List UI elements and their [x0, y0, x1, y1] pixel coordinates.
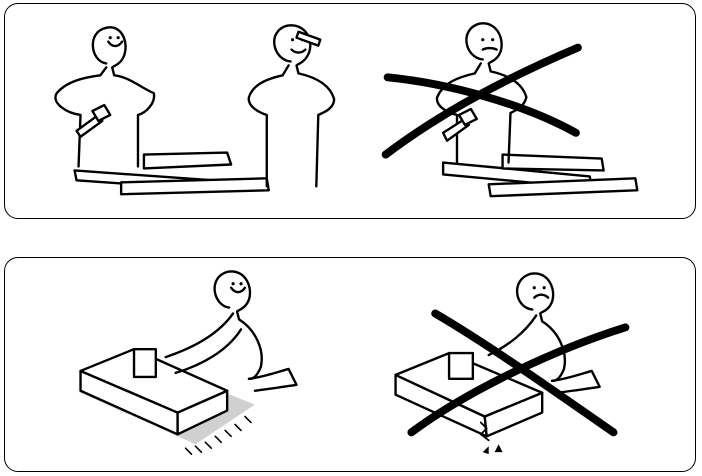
surface-illustration [78, 270, 630, 455]
pencil-icon [295, 30, 322, 47]
cross-out-icon [407, 309, 630, 437]
instruction-panel-two-people [4, 3, 696, 219]
board-icon [441, 153, 639, 198]
person-left [54, 26, 156, 168]
two-people-illustration [54, 22, 639, 198]
scene-two-people-ok [54, 24, 336, 196]
person-kneeling [164, 270, 298, 392]
hammer-icon [441, 107, 479, 142]
scene-rug-ok [78, 270, 298, 455]
scene-one-person-not-ok [381, 22, 639, 198]
board-icon [79, 347, 229, 436]
instruction-panel-surface [4, 257, 696, 472]
hammer-icon [75, 103, 112, 138]
cross-out-icon [381, 43, 582, 159]
board-icon [73, 151, 270, 196]
scene-floor-not-ok [394, 272, 630, 455]
person-right [247, 24, 336, 188]
